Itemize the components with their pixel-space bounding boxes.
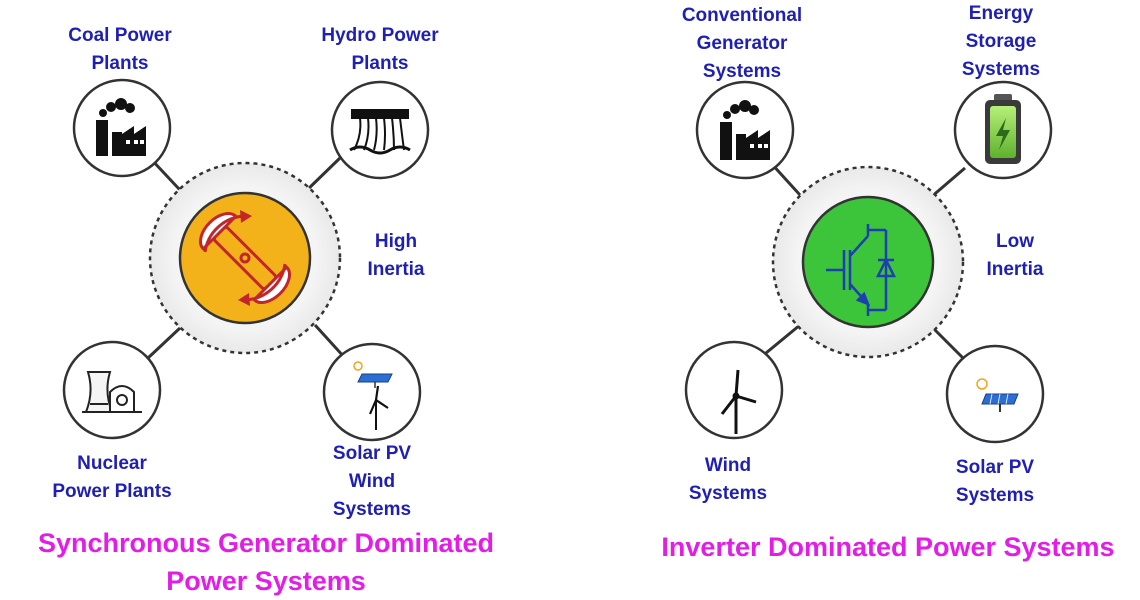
factory-icon [720, 100, 770, 160]
conventional-label-line: Systems [702, 61, 782, 82]
inertia-label-line: Low [996, 231, 1034, 252]
synchronous-connectors [146, 156, 347, 360]
title-line: Inverter Dominated Power Systems [661, 532, 1115, 562]
solar-wind-label: Solar PV Wind Systems [333, 440, 411, 524]
title-line: Power Systems [166, 566, 366, 596]
solar-panel-icon [976, 378, 1019, 412]
wind-turbine-icon [720, 369, 757, 434]
low-inertia-label: Low Inertia [986, 228, 1043, 284]
storage-label: Energy Storage Systems [962, 0, 1040, 84]
inverter-core [801, 195, 935, 329]
nuclear-label-line: Nuclear [77, 453, 147, 474]
solar-wind-label-line: Wind [348, 471, 396, 492]
dam-icon [349, 109, 411, 155]
nuclear-label-line: Power Plants [52, 481, 172, 502]
factory-icon [96, 98, 146, 156]
synchronous-diagram [62, 78, 430, 442]
title-line: Synchronous Generator Dominated [37, 528, 495, 558]
solar-wind-icon [353, 361, 393, 430]
nuclear-plant-icon [82, 371, 142, 413]
solar-node [945, 344, 1045, 444]
coal-label-line: Coal Power [68, 25, 172, 46]
solar-label-line: Solar PV [955, 457, 1035, 478]
storage-label-line: Storage [965, 31, 1037, 52]
conventional-label-line: Generator [696, 33, 788, 54]
inertia-label-line: High [374, 231, 418, 252]
inverter-title: Inverter Dominated Power Systems [661, 528, 1114, 566]
inertia-label-line: Inertia [367, 259, 425, 280]
coal-label-line: Plants [91, 53, 149, 74]
hydro-node [330, 80, 430, 180]
synchronous-title: Synchronous Generator Dominated Power Sy… [38, 524, 494, 600]
nuclear-node [62, 340, 162, 440]
inertia-label-line: Inertia [986, 259, 1044, 280]
inverter-diagram [684, 80, 1053, 444]
solar-wind-label-line: Systems [332, 499, 412, 520]
wind-label-line: Wind [704, 455, 752, 476]
storage-label-line: Energy [968, 3, 1034, 24]
synchronous-generator-icon [199, 210, 291, 306]
wind-label-line: Systems [688, 483, 768, 504]
coal-label: Coal Power Plants [68, 22, 171, 78]
conventional-label: Conventional Generator Systems [682, 2, 802, 86]
storage-node [953, 80, 1053, 180]
wind-node [684, 340, 784, 440]
wind-label: Wind Systems [689, 452, 767, 508]
solar-label: Solar PV Systems [956, 454, 1034, 510]
solar-label-line: Systems [955, 485, 1035, 506]
hydro-label-line: Hydro Power [321, 25, 439, 46]
solar-wind-node [322, 342, 422, 442]
storage-label-line: Systems [961, 59, 1041, 80]
solar-wind-label-line: Solar PV [332, 443, 412, 464]
battery-icon [985, 94, 1021, 164]
igbt-transistor-icon [826, 224, 897, 316]
nuclear-label: Nuclear Power Plants [52, 450, 171, 506]
hydro-label: Hydro Power Plants [321, 22, 438, 78]
conventional-label-line: Conventional [681, 5, 803, 26]
high-inertia-label: High Inertia [367, 228, 424, 284]
hydro-label-line: Plants [351, 53, 409, 74]
conventional-node [695, 80, 795, 180]
coal-node [72, 78, 172, 178]
